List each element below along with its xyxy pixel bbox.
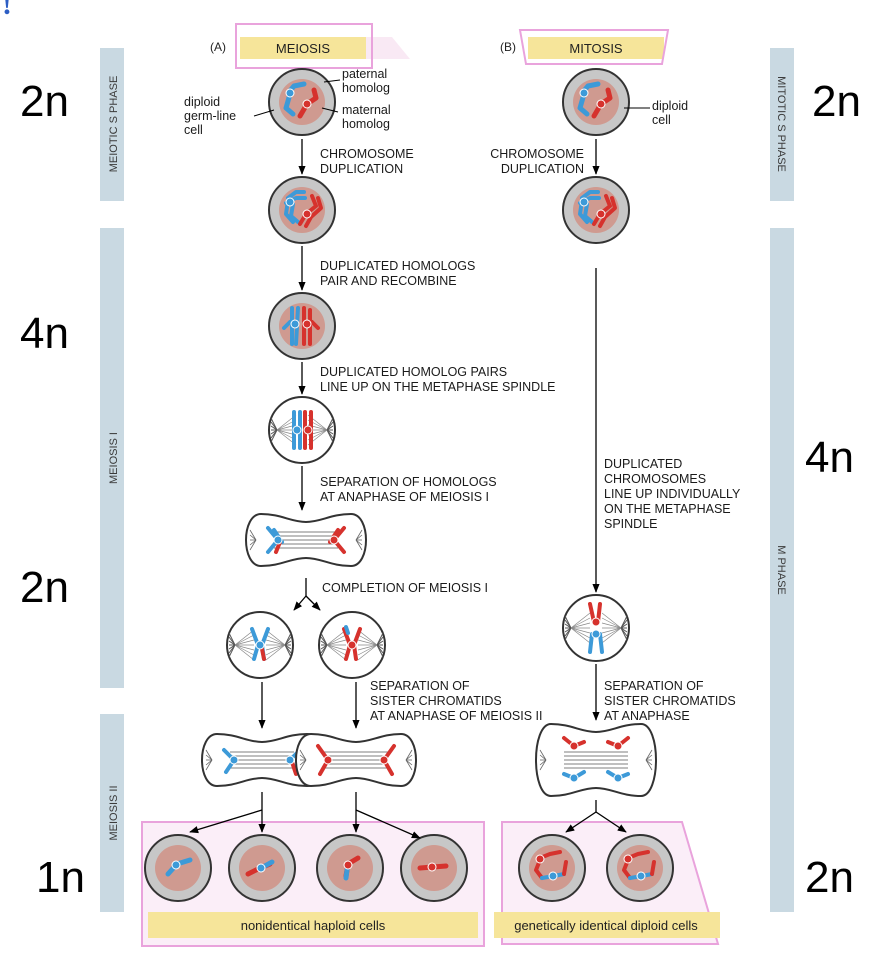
- phase-bar-meiotic-s: MEIOTIC S PHASE: [100, 48, 124, 201]
- meiosis-cell-metaphase-2b: [318, 611, 386, 679]
- arrow-m-7a: [189, 809, 263, 834]
- ploidy-left-1: 2n: [20, 77, 69, 126]
- meiosis-cell-metaphase-2a: [226, 611, 294, 679]
- ploidy-left-3: 2n: [20, 563, 69, 612]
- phase-label-meiotic-s: MEIOTIC S PHASE: [108, 76, 120, 173]
- meiosis-cell-anaphase-2b: [295, 732, 417, 788]
- arrow-x-4a: [565, 811, 597, 833]
- meiosis-letter: (A): [210, 40, 226, 54]
- diploid-daughter-2: [606, 834, 674, 902]
- mitosis-cell-diploid: [562, 68, 630, 136]
- phase-label-m-phase: M PHASE: [775, 545, 787, 595]
- mitosis-title: (B) MITOSIS: [500, 29, 670, 65]
- ploidy-right-3: 2n: [805, 853, 854, 902]
- mitosis-letter: (B): [500, 40, 516, 54]
- mitosis-title-text: MITOSIS: [569, 41, 623, 56]
- haploid-cell-2: [228, 834, 296, 902]
- step-meiosis-completion: COMPLETION OF MEIOSIS I: [322, 581, 488, 595]
- diploid-daughter-1: [518, 834, 586, 902]
- meiosis-cell-anaphase-1: [245, 512, 367, 568]
- phase-label-meiosis-2: MEIOSIS II: [108, 785, 120, 840]
- meiosis-cell-duplicated: [268, 176, 336, 244]
- mitosis-cell-anaphase: [535, 722, 657, 798]
- phase-label-meiosis-1: MEIOSIS I: [108, 432, 120, 484]
- meiosis-cell-metaphase-1: [268, 396, 336, 464]
- meiosis-cell-anaphase-2a: [201, 732, 323, 788]
- meiosis-cell-paired: [268, 292, 336, 360]
- phase-bar-meiosis-1: MEIOSIS I: [100, 228, 124, 688]
- phase-label-mitotic-s: MITOTIC S PHASE: [775, 76, 787, 172]
- haploid-cell-4: [400, 834, 468, 902]
- meiosis-title-text: MEIOSIS: [276, 41, 331, 56]
- phase-bar-meiosis-2: MEIOSIS II: [100, 714, 124, 912]
- arrow-m-7d: [355, 809, 421, 839]
- haploid-cell-1: [144, 834, 212, 902]
- phase-bar-mitotic-s: MITOTIC S PHASE: [770, 48, 794, 201]
- ploidy-left-2: 4n: [20, 309, 69, 358]
- mitosis-cell-metaphase: [562, 594, 630, 662]
- arrow-m-5a: [293, 595, 307, 611]
- mitosis-cell-duplicated: [562, 176, 630, 244]
- ploidy-right-1: 2n: [812, 77, 861, 126]
- ploidy-right-2: 4n: [805, 433, 854, 482]
- haploid-cell-3: [316, 834, 384, 902]
- diploid-caption: genetically identical diploid cells: [514, 918, 698, 933]
- phase-bar-m-phase: M PHASE: [770, 228, 794, 912]
- arrow-x-4b: [595, 811, 627, 833]
- haploid-caption: nonidentical haploid cells: [241, 918, 386, 933]
- header-mark: !: [2, 0, 12, 21]
- arrow-m-5b: [305, 595, 321, 611]
- meiosis-cell-diploid: [268, 68, 336, 136]
- meiosis-title: (A) MEIOSIS: [210, 23, 410, 69]
- ploidy-left-4: 1n: [36, 853, 85, 902]
